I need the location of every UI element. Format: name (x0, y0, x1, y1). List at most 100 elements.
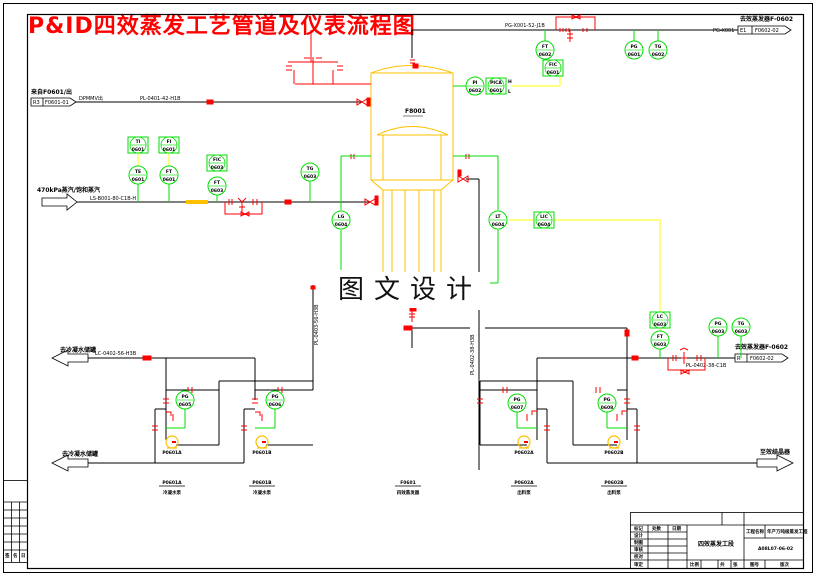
instrument-number: 0606 (269, 402, 282, 408)
instrument-pi-0602[interactable]: PI 0602 (465, 76, 485, 96)
instrument-number: 0603 (654, 342, 667, 348)
pump-p0601b[interactable]: P0601B (252, 435, 272, 456)
instrument-function: FIC (549, 62, 558, 68)
pump-p0602a[interactable]: P0602A (514, 435, 534, 456)
revision-label-3: 日 (21, 552, 26, 559)
instrument-function: FT (542, 44, 549, 50)
tb-project-label: 工程名称 (746, 528, 764, 535)
condensate-line-tag: LC-0402-56-H3B (95, 351, 137, 357)
instrument-function: FT (166, 169, 173, 175)
pump-out-left-label: 去冷凝水储罐 (62, 450, 98, 458)
equipment-label-p0602b: P0602B 出料泵 (601, 480, 627, 496)
drawing-title: P&ID四效蒸发工艺管道及仪表流程图 (28, 14, 416, 39)
equipment-name: 冷凝水泵 (253, 489, 271, 496)
pump-p0601a[interactable]: P0601A (162, 435, 182, 456)
instrument-fic-0601[interactable]: FIC 0601 (542, 59, 564, 77)
right-out-line-tag: PL-0402-38-C1B (686, 363, 727, 369)
instrument-number: 0603 (304, 174, 317, 180)
tb-project-value: 年产万吨级蒸发工程 (767, 528, 808, 535)
drawing-border (3, 3, 813, 573)
revision-label-2: 名 (13, 552, 18, 559)
pump-tag: P0602B (604, 450, 624, 456)
tb-drawing-no: A08L07-06-02 (758, 546, 793, 552)
top-left-line-tag: PL-0401-42-H1B (140, 96, 181, 102)
pump-out-right-label: 至效结晶器 (760, 448, 791, 456)
tb-scale: 比例 (690, 561, 699, 568)
right-out-box-left: R (737, 356, 741, 362)
equipment-label-f0601: F0601 四效蒸发器 (395, 480, 421, 496)
pump-tag: P0601B (252, 450, 272, 456)
instrument-function: FI (167, 139, 172, 145)
strainer (186, 200, 208, 204)
equipment-name: 四效蒸发器 (397, 489, 420, 496)
right-out-box-right: F0602-02 (750, 356, 774, 362)
instrument-function: PICA (490, 80, 502, 86)
pump-out-right-arrow (756, 454, 794, 472)
instrument-function: PI (473, 80, 478, 86)
instrument-function: PG (604, 397, 611, 403)
equipment-name: 冷凝水泵 (163, 489, 181, 496)
tb-sheet: 张 (733, 561, 738, 568)
title-block (630, 512, 804, 569)
instrument-number: 0608 (601, 405, 614, 411)
condensate-out-arrow (51, 349, 89, 367)
instrument-function: PG (715, 321, 722, 327)
equipment-tag: F0601 (400, 480, 416, 486)
instrument-function: TG (738, 321, 745, 327)
instrument-number: 0603 (654, 322, 667, 328)
instrument-pg-0608[interactable]: PG 0608 (597, 393, 617, 413)
instrument-number: 0604 (492, 222, 505, 228)
instrument-number: 0603 (712, 329, 725, 335)
equipment-tag: P0602B (604, 480, 624, 486)
right-out-arrow (734, 353, 789, 363)
condensate-out-label: 去冷凝水储罐 (60, 346, 96, 354)
valve-clusters[interactable] (142, 14, 706, 431)
pump-tag: P0601A (162, 450, 182, 456)
equipment-name: 出料泵 (607, 489, 621, 496)
instrument-lc-0603[interactable]: LC 0603 (649, 311, 671, 329)
instrument-function: TI (136, 139, 141, 145)
alarm-high: H (508, 79, 512, 85)
equipment-name: 出料泵 (517, 489, 531, 496)
tb-header-2: 处数 (651, 525, 661, 532)
top-right-box-left: E1 (740, 28, 746, 34)
instrument-function: LC (657, 314, 664, 320)
vert-line-tag-left: PL-0403-56-H3B (314, 304, 320, 345)
evaporator-vessel[interactable] (370, 65, 454, 276)
instrument-number: 0601 (547, 70, 560, 76)
top-left-line-tag-short: DPMMV出 (79, 95, 103, 102)
top-right-line-tag: PG-X001 (713, 28, 734, 34)
instrument-number: 0604 (538, 222, 551, 228)
pumps-group: P0601A P0601B P0602A P0602B (162, 435, 624, 456)
instrument-function: TE (135, 169, 141, 175)
tb-total: 共 (720, 561, 725, 568)
top-right-out-arrow (737, 25, 792, 35)
tb-row-3: 审核 (634, 546, 643, 553)
equipment-labels: P0601A冷凝水泵P0601B冷凝水泵F0601四效蒸发器P0602A出料泵P… (159, 480, 627, 496)
instrument-pg-0603[interactable]: PG 0603 (708, 317, 728, 337)
instrument-number: 0602 (469, 88, 482, 94)
tb-row-5: 审定 (634, 561, 643, 568)
pump-p0602b[interactable]: P0602B (604, 435, 624, 456)
